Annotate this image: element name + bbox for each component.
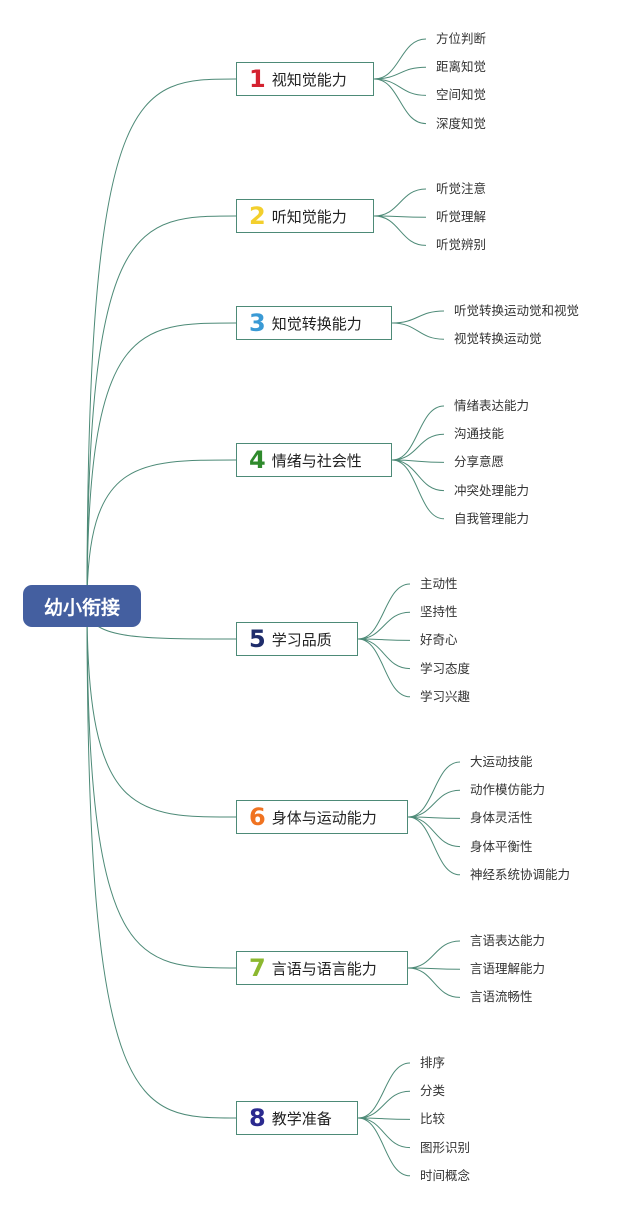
branch-to-leaf-connector	[373, 78, 427, 125]
branch-speech-language: 7 言语与语言能力	[236, 951, 408, 985]
branch-label: 听知觉能力	[271, 207, 347, 226]
root-to-branch-connector	[86, 605, 237, 1119]
leaf-item: 方位判断	[436, 31, 487, 46]
root-node: 幼小衔接	[23, 585, 141, 627]
branch-number: 5	[249, 625, 266, 653]
leaf-item: 动作模仿能力	[470, 782, 546, 798]
leaf-item: 听觉理解	[436, 209, 487, 225]
branch-to-leaf-connector	[357, 1117, 411, 1177]
branch-to-leaf-connector	[407, 816, 461, 819]
branch-label: 视知觉能力	[271, 70, 347, 89]
leaf-item: 比较	[420, 1111, 446, 1127]
branch-to-leaf-connector	[373, 188, 427, 217]
branch-number: 7	[249, 954, 266, 982]
branch-to-leaf-connector	[373, 78, 427, 96]
branch-auditory-perception: 2 听知觉能力	[236, 199, 374, 233]
leaf-item: 分类	[420, 1083, 446, 1099]
branch-to-leaf-connector	[357, 583, 411, 640]
branch-to-leaf-connector	[373, 215, 427, 218]
branch-to-leaf-connector	[357, 1090, 411, 1119]
branch-to-leaf-connector	[357, 1062, 411, 1119]
branch-label: 教学准备	[271, 1109, 332, 1128]
root-to-branch-connector	[86, 605, 237, 818]
leaf-item: 主动性	[420, 576, 458, 591]
leaf-item: 坚持性	[420, 604, 458, 620]
branch-number: 1	[249, 65, 266, 93]
branch-number: 6	[249, 803, 266, 831]
branch-to-leaf-connector	[391, 459, 445, 520]
branch-label: 言语与语言能力	[271, 959, 377, 978]
branch-number: 2	[249, 202, 266, 230]
leaf-item: 听觉注意	[436, 181, 487, 196]
leaf-item: 深度知觉	[436, 115, 487, 131]
branch-number: 3	[249, 309, 266, 337]
branch-to-leaf-connector	[373, 38, 427, 80]
leaf-item: 图形识别	[420, 1139, 471, 1155]
branch-to-leaf-connector	[357, 638, 411, 641]
leaf-item: 冲突处理能力	[454, 482, 530, 498]
branch-number: 8	[249, 1104, 266, 1132]
branch-to-leaf-connector	[357, 638, 411, 670]
leaf-item: 视觉转换运动觉	[454, 331, 542, 347]
leaf-item: 身体平衡性	[470, 838, 533, 854]
leaf-item: 空间知觉	[436, 87, 487, 103]
branch-label: 学习品质	[271, 630, 332, 649]
branch-to-leaf-connector	[357, 611, 411, 640]
branch-to-leaf-connector	[407, 940, 461, 969]
leaf-item: 距离知觉	[436, 59, 487, 75]
branch-body-motor: 6 身体与运动能力	[236, 800, 408, 834]
branch-perception-conversion: 3 知觉转换能力	[236, 306, 392, 340]
leaf-item: 听觉辨别	[436, 237, 487, 253]
leaf-item: 听觉转换运动觉和视觉	[454, 303, 580, 318]
leaf-item: 时间概念	[420, 1167, 471, 1183]
leaf-item: 大运动技能	[470, 754, 533, 769]
branch-to-leaf-connector	[357, 1117, 411, 1120]
branch-teaching-prep: 8 教学准备	[236, 1101, 358, 1135]
branch-to-leaf-connector	[391, 459, 445, 492]
root-to-branch-connector	[86, 215, 237, 607]
leaf-item: 学习兴趣	[420, 688, 471, 704]
branch-to-leaf-connector	[407, 816, 461, 848]
branch-to-leaf-connector	[407, 967, 461, 998]
branch-to-leaf-connector	[357, 638, 411, 698]
leaf-item: 言语流畅性	[470, 989, 533, 1005]
leaf-item: 分享意愿	[454, 454, 505, 470]
root-to-branch-connector	[86, 605, 237, 969]
leaf-item: 情绪表达能力	[454, 398, 530, 413]
root-to-branch-connector	[86, 459, 237, 607]
leaf-item: 学习态度	[420, 660, 471, 676]
branch-learning-quality: 5 学习品质	[236, 622, 358, 656]
branch-to-leaf-connector	[357, 1117, 411, 1149]
branch-to-leaf-connector	[373, 66, 427, 80]
branch-emotion-social: 4 情绪与社会性	[236, 443, 392, 477]
root-label: 幼小衔接	[43, 596, 120, 619]
branch-to-leaf-connector	[391, 433, 445, 461]
branch-to-leaf-connector	[407, 761, 461, 818]
leaf-item: 神经系统协调能力	[470, 866, 571, 882]
branch-to-leaf-connector	[391, 310, 445, 324]
leaf-item: 自我管理能力	[454, 510, 530, 526]
branch-number: 4	[249, 446, 266, 474]
branch-to-leaf-connector	[407, 789, 461, 818]
root-to-branch-connector	[86, 78, 237, 607]
branch-to-leaf-connector	[391, 405, 445, 461]
branch-to-leaf-connector	[407, 967, 461, 970]
leaf-item: 排序	[420, 1055, 446, 1070]
branch-label: 知觉转换能力	[271, 314, 362, 333]
leaf-item: 言语表达能力	[470, 933, 546, 948]
leaf-item: 言语理解能力	[470, 961, 546, 977]
branch-to-leaf-connector	[407, 816, 461, 876]
branch-label: 身体与运动能力	[271, 808, 377, 827]
branch-visual-perception: 1 视知觉能力	[236, 62, 374, 96]
branch-to-leaf-connector	[391, 322, 445, 340]
leaf-item: 沟通技能	[454, 426, 505, 442]
root-to-branch-connector	[86, 322, 237, 607]
leaf-item: 好奇心	[420, 632, 458, 648]
branch-label: 情绪与社会性	[271, 451, 362, 470]
branch-to-leaf-connector	[373, 215, 427, 246]
leaf-item: 身体灵活性	[470, 810, 533, 826]
